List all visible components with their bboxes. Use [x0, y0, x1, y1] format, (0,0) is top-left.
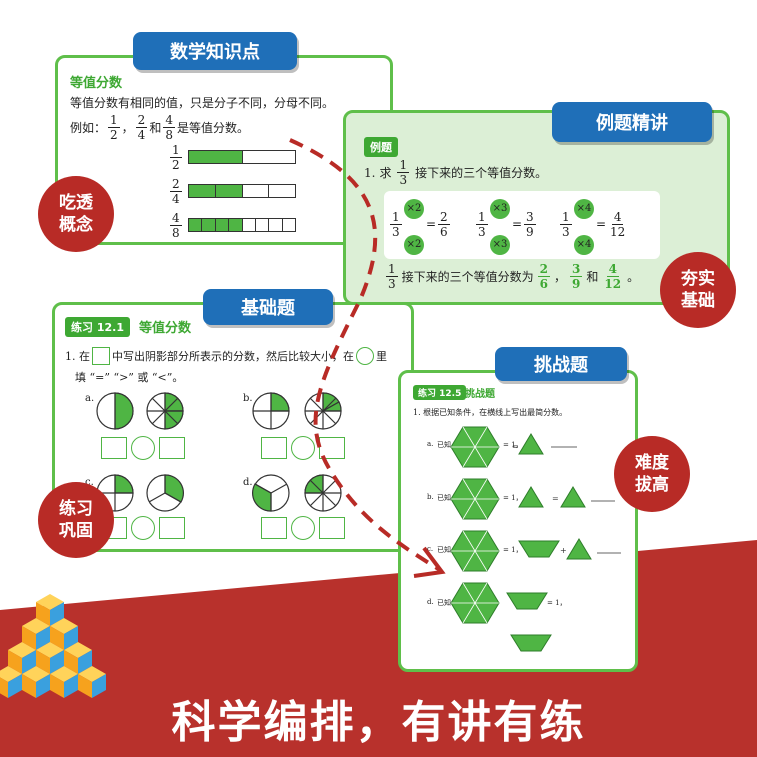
card1-subtitle: 等值分数	[70, 76, 123, 91]
svg-text:=: =	[512, 442, 519, 451]
knowledge-tab: 数学知识点	[133, 32, 297, 70]
label-b: b.	[243, 393, 253, 404]
times-2-top: ×2	[404, 199, 424, 219]
compare-circle[interactable]	[131, 516, 155, 540]
answer-box[interactable]	[261, 437, 287, 459]
answer-box[interactable]	[159, 517, 185, 539]
times-4-bottom: ×4	[574, 235, 594, 255]
bar-quarters	[188, 184, 296, 198]
compare-circle[interactable]	[291, 516, 315, 540]
compare-circle[interactable]	[131, 436, 155, 460]
exercise-chip: 练习 12.1	[65, 317, 130, 337]
times-3-top: ×3	[490, 199, 510, 219]
answer-box[interactable]	[319, 437, 345, 459]
bar-eighths	[188, 218, 296, 232]
answer-box[interactable]	[261, 517, 287, 539]
times-4-top: ×4	[574, 199, 594, 219]
svg-text:+: +	[560, 546, 567, 555]
slogan: 科学编排，有讲有练	[171, 697, 586, 748]
exercise-q2: 填 “=” “>” 或 “<”。	[75, 371, 184, 384]
answer-box[interactable]	[319, 517, 345, 539]
challenge-question: 1. 根据已知条件，在横线上写出最简分数。	[413, 408, 568, 417]
svg-text:=: =	[552, 494, 559, 503]
challenge-tab: 挑战题	[495, 347, 627, 381]
compare-circle[interactable]	[291, 436, 315, 460]
answer-box[interactable]	[159, 437, 185, 459]
badge-challenge: 难度拔高	[614, 436, 690, 512]
label-c: c.	[85, 477, 94, 488]
bar-half	[188, 150, 296, 164]
hexagon-shapes: = = +	[450, 426, 621, 652]
basic-tab: 基础题	[203, 289, 333, 325]
times-2-bottom: ×2	[404, 235, 424, 255]
example-tab: 例题精讲	[552, 102, 712, 142]
times-3-bottom: ×3	[490, 235, 510, 255]
example-chip: 例题	[364, 137, 398, 157]
badge-foundation: 夯实基础	[660, 252, 736, 328]
exercise-chip-title: 等值分数	[139, 321, 192, 336]
label-a: a.	[85, 393, 95, 404]
challenge-card: 练习 12.5 挑战题 1. 根据已知条件，在横线上写出最简分数。 a. 已知 …	[398, 370, 638, 672]
badge-practice: 练习巩固	[38, 482, 114, 558]
answer-box[interactable]	[101, 437, 127, 459]
label-d: d.	[243, 477, 253, 488]
challenge-chip-title: 挑战题	[465, 389, 495, 400]
card1-line1: 等值分数有相同的值，只是分子不同，分母不同。	[70, 96, 335, 110]
badge-concept: 吃透概念	[38, 176, 114, 252]
